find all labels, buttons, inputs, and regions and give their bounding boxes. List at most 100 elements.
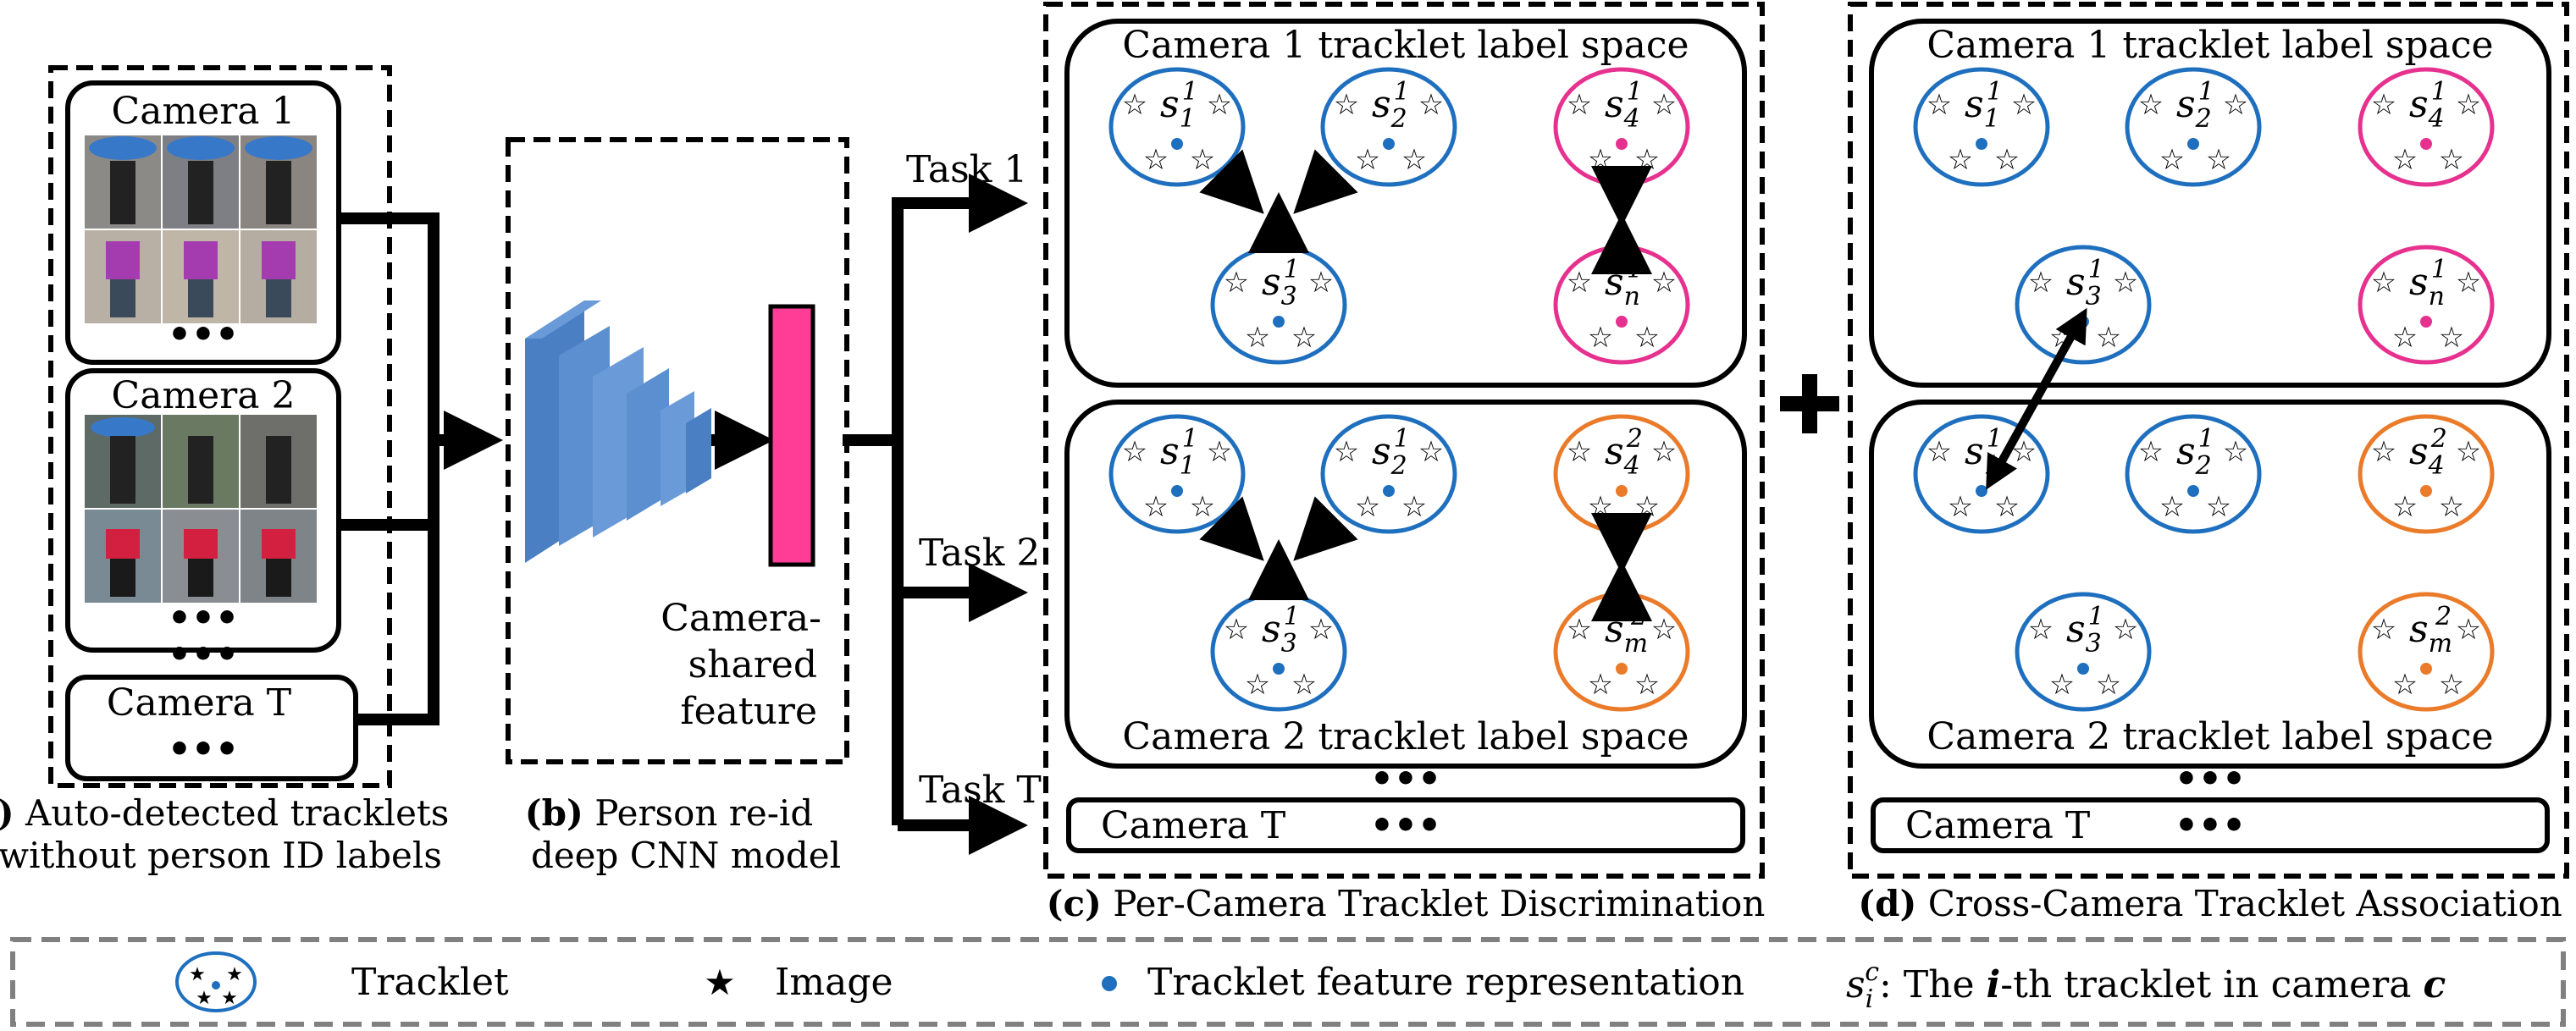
ellipsis: ••• <box>168 633 239 676</box>
svg-text:☆: ☆ <box>1588 143 1613 177</box>
svg-text:☆: ☆ <box>2392 143 2418 177</box>
svg-text:☆: ☆ <box>1334 435 1359 469</box>
svg-text:☆: ☆ <box>1567 88 1592 122</box>
tracklet: ☆ ☆ ☆ ☆ sm2 <box>2358 592 2495 712</box>
svg-text:s42: s42 <box>1605 424 1643 481</box>
svg-text:☆: ☆ <box>2096 321 2121 355</box>
svg-text:s31: s31 <box>1262 602 1300 659</box>
svg-text:sn1: sn1 <box>1605 255 1643 312</box>
svg-text:★: ★ <box>226 964 243 985</box>
camera-t-label: Camera T <box>107 681 291 725</box>
svg-text:☆: ☆ <box>1143 490 1169 524</box>
svg-text:☆: ☆ <box>1308 266 1334 300</box>
svg-text:☆: ☆ <box>2439 143 2464 177</box>
svg-text:☆: ☆ <box>2206 490 2231 524</box>
camera-t-label: Camera T <box>1101 804 1285 847</box>
svg-text:☆: ☆ <box>2456 266 2481 300</box>
camera-t-label: Camera T <box>1905 804 2090 847</box>
svg-text:s31: s31 <box>1262 255 1300 312</box>
tracklet: ☆ ☆ ☆ ☆ s11 <box>1913 67 2050 187</box>
svg-text:☆: ☆ <box>1651 435 1677 469</box>
cam2-space-label: Camera 2 tracklet label space <box>1926 715 2493 758</box>
svg-text:☆: ☆ <box>2371 435 2396 469</box>
plus-icon <box>1780 374 1839 433</box>
svg-text:☆: ☆ <box>1926 435 1952 469</box>
svg-text:☆: ☆ <box>1245 668 1270 702</box>
svg-text:☆: ☆ <box>1143 143 1169 177</box>
svg-text:☆: ☆ <box>1418 88 1444 122</box>
svg-text:s21: s21 <box>1372 77 1410 134</box>
connector-a-b <box>339 212 503 725</box>
feature-label-line3: feature <box>680 690 817 733</box>
ellipsis: ••• <box>2175 758 2246 801</box>
svg-text:☆: ☆ <box>2011 88 2037 122</box>
tracklet: ☆ ☆ ☆ ☆ s31 <box>2015 592 2152 712</box>
svg-text:☆: ☆ <box>1401 143 1427 177</box>
svg-text:☆: ☆ <box>2049 668 2075 702</box>
cam2-space-box <box>1869 400 2551 769</box>
camera-2-label: Camera 2 <box>112 374 296 417</box>
person-thumbnail-icon <box>85 135 317 323</box>
svg-text:★: ★ <box>221 988 238 1009</box>
caption-a-line2: without person ID labels <box>0 835 442 876</box>
ellipsis: ••• <box>168 597 239 640</box>
svg-text:☆: ☆ <box>1948 490 1973 524</box>
cam1-space-label: Camera 1 tracklet label space <box>1926 24 2493 67</box>
svg-text:☆: ☆ <box>1308 613 1334 647</box>
tracklet: ☆ ☆ ☆ ☆ s11 <box>1108 414 1246 534</box>
legend-definition: sic: The i-th tracklet in camera c <box>1846 957 2446 1014</box>
svg-text:s31: s31 <box>2066 602 2104 659</box>
panel-c: Camera 1 tracklet label space Camera 2 t… <box>1043 2 1765 924</box>
svg-text:☆: ☆ <box>1651 613 1677 647</box>
task-1-label: Task 1 <box>906 148 1027 191</box>
svg-text:☆: ☆ <box>2371 266 2396 300</box>
caption-b-line2: deep CNN model <box>531 835 841 876</box>
svg-text:☆: ☆ <box>1926 88 1952 122</box>
tracklet: ☆ ☆ ☆ ☆ s41 <box>2358 67 2495 187</box>
tracklet: ☆ ☆ ☆ ☆ sn1 <box>2358 245 2495 365</box>
svg-text:☆: ☆ <box>2223 435 2248 469</box>
svg-text:☆: ☆ <box>2028 613 2054 647</box>
legend-tracklet-label: Tracklet <box>351 961 509 1004</box>
tracklet: ☆ ☆ ☆ ☆ s31 <box>1210 245 1347 365</box>
panel-d: Camera 1 tracklet label space Camera 2 t… <box>1848 2 2569 924</box>
svg-text:☆: ☆ <box>1994 490 2020 524</box>
panel-a: Camera 1 ••• Camera 2 ••• ••• Camera T •… <box>0 65 449 876</box>
svg-text:☆: ☆ <box>1634 321 1660 355</box>
svg-text:☆: ☆ <box>2096 668 2121 702</box>
svg-text:☆: ☆ <box>1634 668 1660 702</box>
svg-text:☆: ☆ <box>2113 266 2138 300</box>
task-2-label: Task 2 <box>919 532 1040 575</box>
caption-d: (d) Cross-Camera Tracklet Association <box>1858 883 2562 924</box>
svg-text:☆: ☆ <box>1245 321 1270 355</box>
legend-feature-label: Tracklet feature representation <box>1147 961 1744 1004</box>
svg-text:s31: s31 <box>2066 255 2104 312</box>
svg-text:☆: ☆ <box>2439 490 2464 524</box>
svg-text:★: ★ <box>189 964 206 985</box>
tracklet: ☆ ☆ ☆ ☆ s11 <box>1108 67 1246 187</box>
connector-b-tasks <box>843 174 1028 855</box>
camera-1-label: Camera 1 <box>112 90 296 133</box>
svg-text:☆: ☆ <box>1334 88 1359 122</box>
association-arrow-icon <box>1986 307 2087 490</box>
star-icon: ★ <box>704 962 736 1003</box>
svg-text:☆: ☆ <box>1207 88 1232 122</box>
svg-text:☆: ☆ <box>2456 435 2481 469</box>
svg-text:☆: ☆ <box>1122 88 1147 122</box>
svg-text:s11: s11 <box>1160 77 1198 134</box>
svg-text:s21: s21 <box>2176 424 2214 481</box>
feature-label-line2: shared <box>688 643 817 686</box>
panel-b: Camera- shared feature (b) Person re-id … <box>506 137 849 876</box>
svg-text:☆: ☆ <box>2456 88 2481 122</box>
ellipsis: ••• <box>1370 758 1441 801</box>
ellipsis: ••• <box>168 728 239 771</box>
svg-text:☆: ☆ <box>1567 613 1592 647</box>
arrow-icon <box>1199 496 1652 621</box>
svg-text:☆: ☆ <box>1190 143 1215 177</box>
dot-icon <box>1102 976 1117 991</box>
svg-text:☆: ☆ <box>2159 143 2185 177</box>
svg-text:☆: ☆ <box>1224 613 1249 647</box>
svg-text:☆: ☆ <box>2223 88 2248 122</box>
svg-text:☆: ☆ <box>1567 266 1592 300</box>
svg-text:s41: s41 <box>1605 77 1643 134</box>
